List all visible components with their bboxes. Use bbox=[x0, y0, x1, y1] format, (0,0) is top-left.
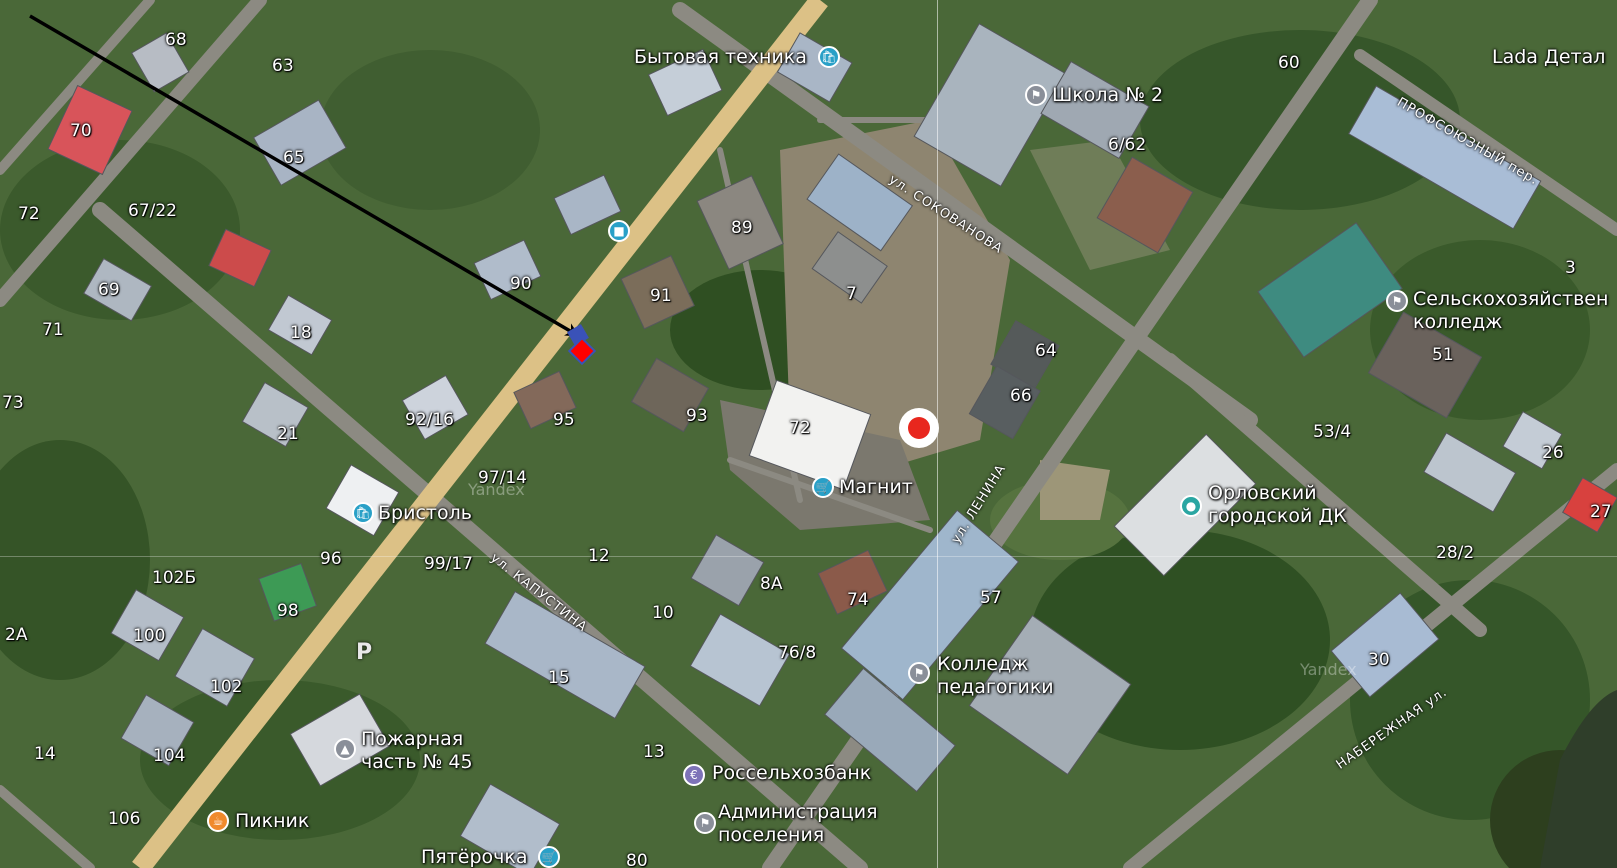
house-number: 96 bbox=[320, 549, 342, 569]
house-number: 15 bbox=[548, 668, 570, 688]
house-number: 3 bbox=[1565, 258, 1576, 278]
poi-dk-label[interactable]: Орловский bbox=[1208, 482, 1317, 504]
poi-pedcollege-label[interactable]: Колледж bbox=[937, 653, 1029, 675]
house-number: 30 bbox=[1368, 650, 1390, 670]
house-number: 95 bbox=[553, 410, 575, 430]
bank-icon[interactable]: € bbox=[683, 764, 705, 786]
shop-icon[interactable]: 🛍 bbox=[352, 502, 374, 524]
house-number: 65 bbox=[283, 148, 305, 168]
house-number: 93 bbox=[686, 406, 708, 426]
house-number: 2А bbox=[5, 625, 28, 645]
house-number: 26 bbox=[1542, 443, 1564, 463]
house-number: 71 bbox=[42, 320, 64, 340]
poi-dk-label-2[interactable]: городской ДК bbox=[1208, 505, 1347, 527]
house-number: 73 bbox=[2, 393, 24, 413]
house-number: 98 bbox=[277, 601, 299, 621]
house-number: 21 bbox=[277, 424, 299, 444]
poi-school-label[interactable]: Школа № 2 bbox=[1052, 84, 1164, 106]
shop-icon[interactable]: 🛍 bbox=[818, 46, 840, 68]
house-number: 64 bbox=[1035, 341, 1057, 361]
shop-icon[interactable]: 🛒 bbox=[538, 846, 560, 868]
main-road bbox=[132, 0, 828, 868]
house-number: 8А bbox=[760, 574, 783, 594]
house-number: 63 bbox=[272, 56, 294, 76]
house-number: 14 bbox=[34, 744, 56, 764]
poi-pedcollege-label-2[interactable]: педагогики bbox=[937, 676, 1054, 698]
poi-agro-college-label[interactable]: Сельскохозяйствен bbox=[1413, 288, 1609, 310]
house-number: 91 bbox=[650, 286, 672, 306]
house-number: 74 bbox=[847, 590, 869, 610]
fire-station-icon[interactable]: ▲ bbox=[334, 738, 356, 760]
poi-fire-label[interactable]: Пожарная bbox=[361, 728, 464, 750]
school-icon[interactable]: ⚑ bbox=[1025, 84, 1047, 106]
house-number: 76/8 bbox=[778, 643, 817, 663]
location-marker-icon[interactable] bbox=[899, 408, 939, 448]
house-number: 66 bbox=[1010, 386, 1032, 406]
poi-bristol-label[interactable]: Бристоль bbox=[378, 502, 472, 524]
house-number: 57 bbox=[980, 588, 1002, 608]
house-number: 67/22 bbox=[128, 201, 177, 221]
house-number: 106 bbox=[108, 809, 141, 829]
house-number: 13 bbox=[643, 742, 665, 762]
house-number: 72 bbox=[789, 418, 811, 438]
house-number: 68 bbox=[165, 30, 187, 50]
house-number: 51 bbox=[1432, 345, 1454, 365]
poi-piknik-label[interactable]: Пикник bbox=[235, 810, 310, 832]
house-number: 6/62 bbox=[1108, 135, 1147, 155]
house-number: 99/17 bbox=[424, 554, 473, 574]
poi-pyaterochka-label[interactable]: Пятёрочка bbox=[421, 846, 528, 868]
house-number: 89 bbox=[731, 218, 753, 238]
house-number: 72 bbox=[18, 204, 40, 224]
poi-admin-label[interactable]: Администрация bbox=[718, 801, 878, 823]
college-icon[interactable]: ⚑ bbox=[908, 662, 930, 684]
house-number: 53/4 bbox=[1313, 422, 1352, 442]
house-number: 100 bbox=[133, 626, 166, 646]
house-number: 12 bbox=[588, 546, 610, 566]
house-number: 7 bbox=[846, 284, 857, 304]
parking-icon: P bbox=[356, 640, 373, 665]
poi-bank-label[interactable]: Россельхозбанк bbox=[712, 762, 872, 784]
poi-admin-label-2[interactable]: поселения bbox=[718, 824, 825, 846]
cafe-icon[interactable]: ☕ bbox=[207, 810, 229, 832]
grid-line-horizontal bbox=[0, 556, 1617, 557]
shop-icon[interactable]: 🛒 bbox=[812, 476, 834, 498]
house-number: 104 bbox=[153, 746, 186, 766]
river bbox=[1540, 690, 1617, 868]
theater-icon[interactable]: ● bbox=[1180, 495, 1202, 517]
house-number: 18 bbox=[290, 323, 312, 343]
house-number: 92/16 bbox=[405, 410, 454, 430]
flag-icon[interactable]: ⚑ bbox=[694, 812, 716, 834]
house-number: 10 bbox=[652, 603, 674, 623]
bus-stop-icon[interactable]: ■ bbox=[608, 220, 630, 242]
house-number: 102Б bbox=[152, 568, 197, 588]
house-number: 60 bbox=[1278, 53, 1300, 73]
college-icon[interactable]: ⚑ bbox=[1386, 290, 1408, 312]
house-number: 28/2 bbox=[1436, 543, 1475, 563]
house-number: 70 bbox=[70, 121, 92, 141]
poi-magnit-label[interactable]: Магнит bbox=[839, 476, 913, 498]
map-watermark: Yandex bbox=[468, 480, 525, 499]
poi-appliances-label[interactable]: Бытовая техника bbox=[634, 46, 807, 68]
poi-agro-college-label-2[interactable]: колледж bbox=[1413, 311, 1503, 333]
house-number: 69 bbox=[98, 280, 120, 300]
poi-fire-label-2[interactable]: часть № 45 bbox=[361, 751, 473, 773]
house-number: 90 bbox=[510, 274, 532, 294]
house-number: 102 bbox=[210, 677, 243, 697]
house-number: 27 bbox=[1590, 502, 1612, 522]
map-watermark: Yandex bbox=[1300, 660, 1357, 679]
house-number: 80 bbox=[626, 851, 648, 868]
house-number: 97/14 bbox=[478, 468, 527, 488]
poi-lada-label[interactable]: Lada Детал bbox=[1492, 46, 1606, 68]
